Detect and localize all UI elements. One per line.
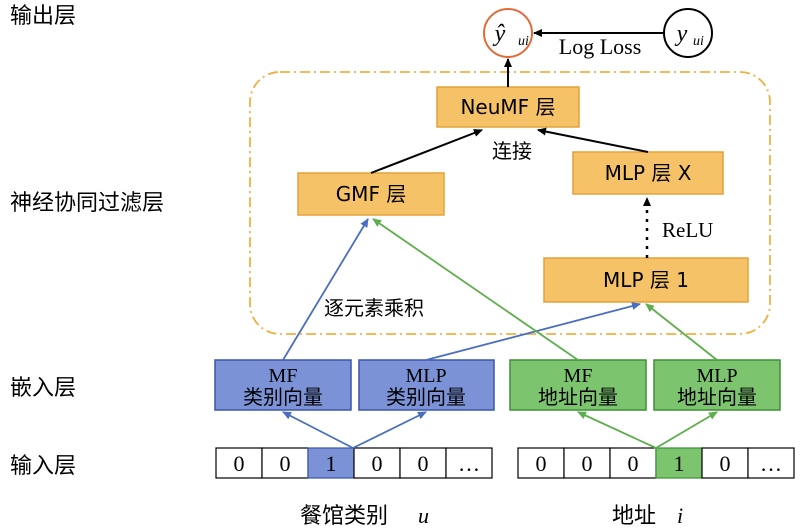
address-input-cell-value: 1 xyxy=(674,451,685,476)
prediction-symbol: ŷ xyxy=(493,21,506,47)
mlp-category-line2: 类别向量 xyxy=(386,385,466,409)
concat-label: 连接 xyxy=(492,139,532,163)
ncf-region xyxy=(249,71,771,335)
gmf-box xyxy=(297,172,445,216)
category-input-cell-value: 0 xyxy=(372,451,383,476)
prediction-node xyxy=(483,8,533,58)
address-input-cell xyxy=(655,447,703,479)
category-input-cell xyxy=(399,447,447,479)
category-input-cell xyxy=(215,447,263,479)
mlp-x-label: MLP 层 X xyxy=(605,161,692,185)
address-input-vector: 0 0 0 1 0 … xyxy=(517,447,795,479)
mf-address-line2: 地址向量 xyxy=(538,385,618,409)
relu-label: ReLU xyxy=(662,218,713,242)
category-input-to-mf-arrow xyxy=(282,411,354,449)
category-input-cell-value: … xyxy=(458,451,480,476)
mlp-address-to-mlp1-arrow xyxy=(645,303,718,361)
target-symbol: y xyxy=(675,21,688,47)
address-input-cell xyxy=(563,447,611,479)
prediction-subscript: ui xyxy=(518,34,529,49)
layer-label-embedding: 嵌入层 xyxy=(10,376,76,401)
mf-category-line1: MF xyxy=(269,365,298,387)
category-input-to-mlp-arrow xyxy=(352,411,427,449)
category-input-vector: 0 0 1 0 0 … xyxy=(215,447,493,479)
category-input-cell-value: 0 xyxy=(280,451,291,476)
mf-category-line2: 类别向量 xyxy=(243,385,323,409)
mf-category-embedding-box xyxy=(214,359,352,411)
category-input-caption: 餐馆类别 xyxy=(300,504,388,529)
mlp-address-line2: 地址向量 xyxy=(677,385,757,409)
target-subscript: ui xyxy=(693,34,704,49)
address-input-cell-value: 0 xyxy=(720,451,731,476)
neumf-label: NeuMF 层 xyxy=(460,95,555,119)
address-input-cell-value: 0 xyxy=(628,451,639,476)
layer-label-input: 输入层 xyxy=(10,454,76,479)
address-input-caption: 地址 xyxy=(612,504,656,529)
address-input-cell-value: … xyxy=(760,451,782,476)
category-input-cell-value: 1 xyxy=(326,451,337,476)
mlp-x-box xyxy=(572,151,724,195)
category-input-cell xyxy=(307,447,355,479)
layer-label-ncf: 神经协同过滤层 xyxy=(10,191,164,216)
category-input-cell-value: 0 xyxy=(418,451,429,476)
layer-label-output: 输出层 xyxy=(10,4,76,29)
neumf-box xyxy=(436,86,580,128)
mlp-category-to-mlp1-arrow xyxy=(425,302,641,361)
mf-address-embedding-box xyxy=(509,359,647,411)
address-input-to-mlp-arrow xyxy=(655,411,718,449)
address-input-cell-value: 0 xyxy=(536,451,547,476)
mlp-address-line1: MLP xyxy=(696,365,737,387)
elementwise-label: 逐元素乘积 xyxy=(324,296,424,320)
mf-address-to-gmf-arrow xyxy=(372,218,579,361)
gmf-label: GMF 层 xyxy=(336,182,407,206)
category-input-cell xyxy=(445,447,493,479)
mlp-category-embedding-box xyxy=(358,359,495,411)
mf-address-line1: MF xyxy=(564,365,593,387)
target-node xyxy=(663,8,713,58)
address-input-cell-value: 0 xyxy=(582,451,593,476)
mlp-x-to-neumf-arrow xyxy=(537,127,649,153)
category-input-variable: u xyxy=(418,503,429,528)
mlp-address-embedding-box xyxy=(653,359,781,411)
address-input-variable: i xyxy=(677,503,683,528)
log-loss-label: Log Loss xyxy=(559,34,642,59)
address-input-cell xyxy=(747,447,795,479)
category-input-cell-value: 0 xyxy=(234,451,245,476)
address-input-cell xyxy=(517,447,565,479)
mlp-category-line1: MLP xyxy=(405,365,446,387)
mlp-1-label: MLP 层 1 xyxy=(603,268,689,292)
address-input-to-mf-arrow xyxy=(577,411,657,449)
mf-category-to-gmf-arrow xyxy=(282,218,369,361)
address-input-cell xyxy=(701,447,749,479)
gmf-to-neumf-arrow xyxy=(370,129,483,174)
